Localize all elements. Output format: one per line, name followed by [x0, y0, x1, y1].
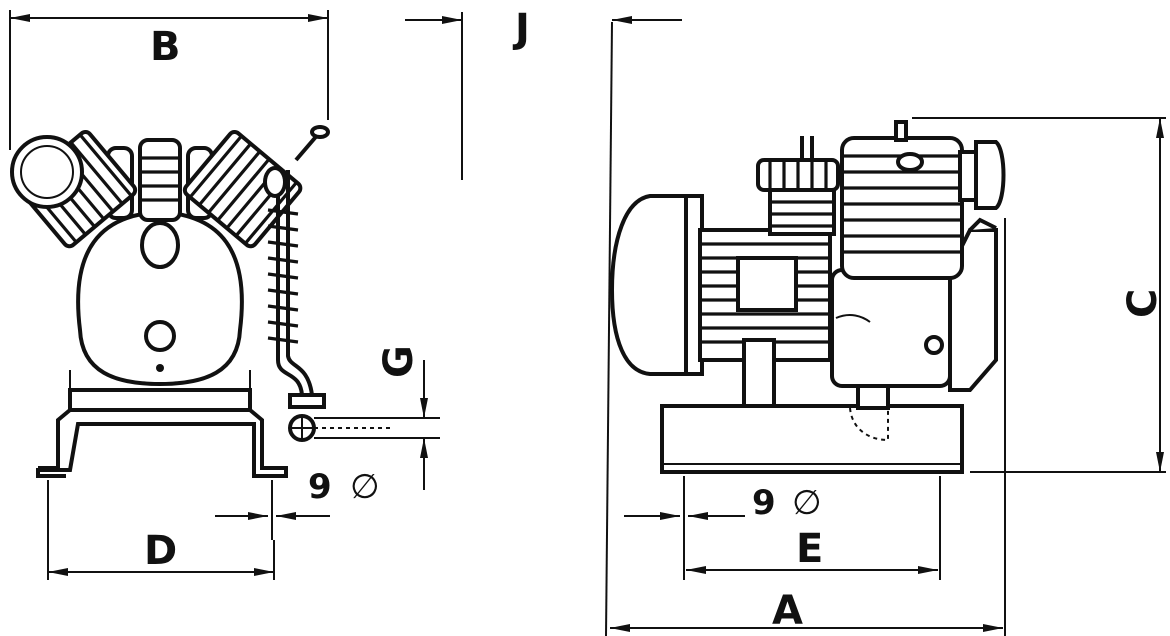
side-intake-manifold — [756, 136, 840, 236]
front-base-frame — [36, 388, 288, 478]
side-base — [660, 404, 964, 474]
hole-size-left: 9 — [308, 467, 332, 507]
dim-label-D: D — [144, 528, 177, 574]
front-air-filter — [10, 135, 84, 209]
dim-label-G: G — [376, 345, 422, 378]
front-delivery-pipe — [263, 125, 330, 442]
side-view — [609, 120, 1006, 474]
front-drain-plug — [156, 364, 164, 372]
side-dimensions: C A E 9 ∅ — [605, 21, 1166, 636]
diameter-symbol-left: ∅ — [350, 467, 380, 507]
front-crankcase — [76, 209, 244, 387]
side-terminal-box — [736, 256, 798, 312]
front-dimensions: B J G 9 ∅ D — [9, 6, 682, 580]
dim-label-C: C — [1120, 289, 1166, 318]
front-oil-fill-cap — [140, 221, 180, 269]
dim-label-J: J — [512, 6, 530, 52]
side-motor-fan-cover — [609, 194, 692, 376]
front-right-cylinder — [182, 130, 303, 249]
side-unloader-valve — [958, 140, 1006, 210]
dim-label-A: A — [772, 588, 803, 634]
hole-size-right: 9 — [752, 483, 776, 523]
diameter-symbol-right: ∅ — [792, 483, 822, 523]
dim-label-E: E — [796, 526, 823, 572]
front-bearing-cover — [144, 320, 176, 352]
dim-label-B: B — [150, 24, 181, 70]
front-view — [10, 125, 440, 478]
side-motor-body — [698, 228, 832, 408]
side-cylinder-head — [840, 120, 964, 280]
